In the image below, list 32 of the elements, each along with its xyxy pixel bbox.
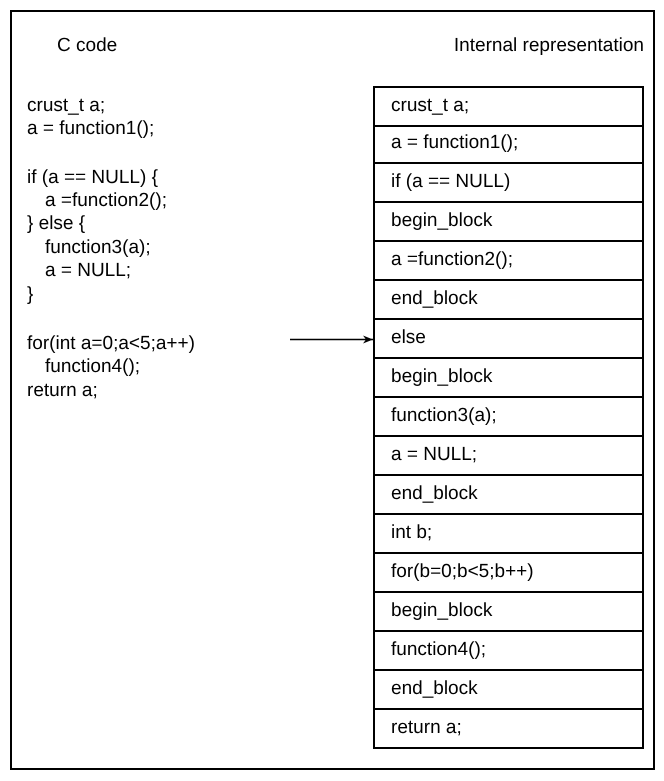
code-line: for(int a=0;a<5;a++) bbox=[27, 332, 195, 356]
code-line: a = NULL; bbox=[45, 259, 132, 283]
code-line: function4(); bbox=[45, 355, 140, 379]
table-row: else bbox=[373, 320, 644, 359]
table-row: for(b=0;b<5;b++) bbox=[373, 554, 644, 593]
arrow bbox=[290, 336, 373, 344]
table-row: function3(a); bbox=[373, 398, 644, 437]
column-heading: C code bbox=[57, 34, 118, 58]
table-row: return a; bbox=[373, 710, 644, 749]
table-row: end_block bbox=[373, 476, 644, 515]
code-line: if (a == NULL) { bbox=[27, 166, 158, 190]
representation-table bbox=[373, 34, 644, 751]
table-row: a =function2(); bbox=[373, 242, 644, 281]
code-line: a =function2(); bbox=[45, 189, 167, 213]
table-row: end_block bbox=[373, 281, 644, 320]
code-line: } bbox=[27, 283, 34, 307]
code-line: a = function1(); bbox=[27, 117, 154, 141]
code-line: function3(a); bbox=[45, 236, 151, 260]
table-row: a = function1(); bbox=[373, 125, 644, 164]
code-line: return a; bbox=[27, 379, 98, 403]
table-row: end_block bbox=[373, 671, 644, 710]
code-line: } else { bbox=[27, 212, 86, 236]
table-row: int b; bbox=[373, 515, 644, 554]
table-row: function4(); bbox=[373, 632, 644, 671]
column-heading: Internal representation bbox=[454, 34, 644, 58]
table-row: begin_block bbox=[373, 359, 644, 398]
code-line: crust_t a; bbox=[27, 94, 106, 118]
table-row: begin_block bbox=[373, 593, 644, 632]
table-row: if (a == NULL) bbox=[373, 164, 644, 203]
table-row: a = NULL; bbox=[373, 437, 644, 476]
table-row: crust_t a; bbox=[373, 86, 644, 127]
table-row: begin_block bbox=[373, 203, 644, 242]
